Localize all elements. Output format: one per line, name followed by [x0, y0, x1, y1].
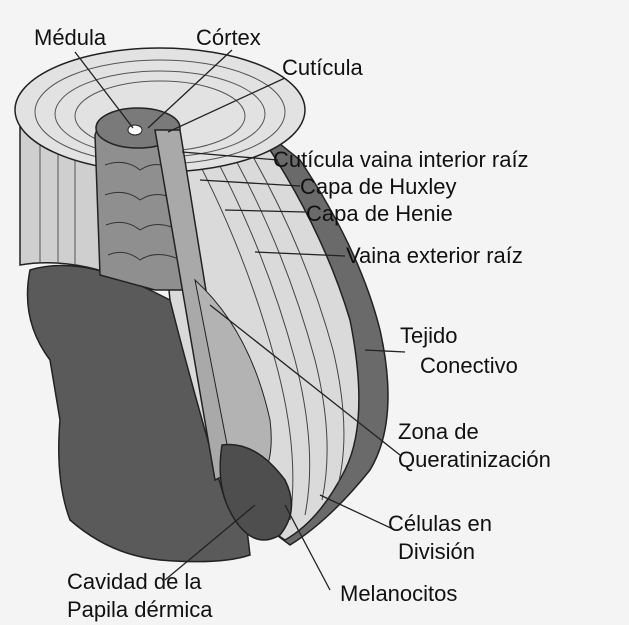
label-melanocitos: Melanocitos: [340, 582, 457, 606]
label-cavidad-line2: Papila dérmica: [67, 598, 213, 622]
label-cuticula-vaina: Cutícula vaina interior raíz: [273, 148, 529, 172]
label-celulas-line2: División: [398, 540, 475, 564]
label-vaina-exterior: Vaina exterior raíz: [346, 244, 523, 268]
label-cortex: Córtex: [196, 26, 261, 50]
label-cuticula: Cutícula: [282, 56, 363, 80]
label-zona-line1: Zona de: [398, 420, 479, 444]
label-cavidad-line1: Cavidad de la: [67, 570, 202, 594]
label-medula: Médula: [34, 26, 106, 50]
label-zona-line2: Queratinización: [398, 448, 551, 472]
label-tejido-line2: Conectivo: [420, 354, 518, 378]
label-capa-henie: Capa de Henie: [306, 202, 453, 226]
label-capa-huxley: Capa de Huxley: [300, 175, 457, 199]
label-tejido-line1: Tejido: [400, 324, 457, 348]
label-celulas-line1: Células en: [388, 512, 492, 536]
medulla-dot: [128, 125, 142, 135]
